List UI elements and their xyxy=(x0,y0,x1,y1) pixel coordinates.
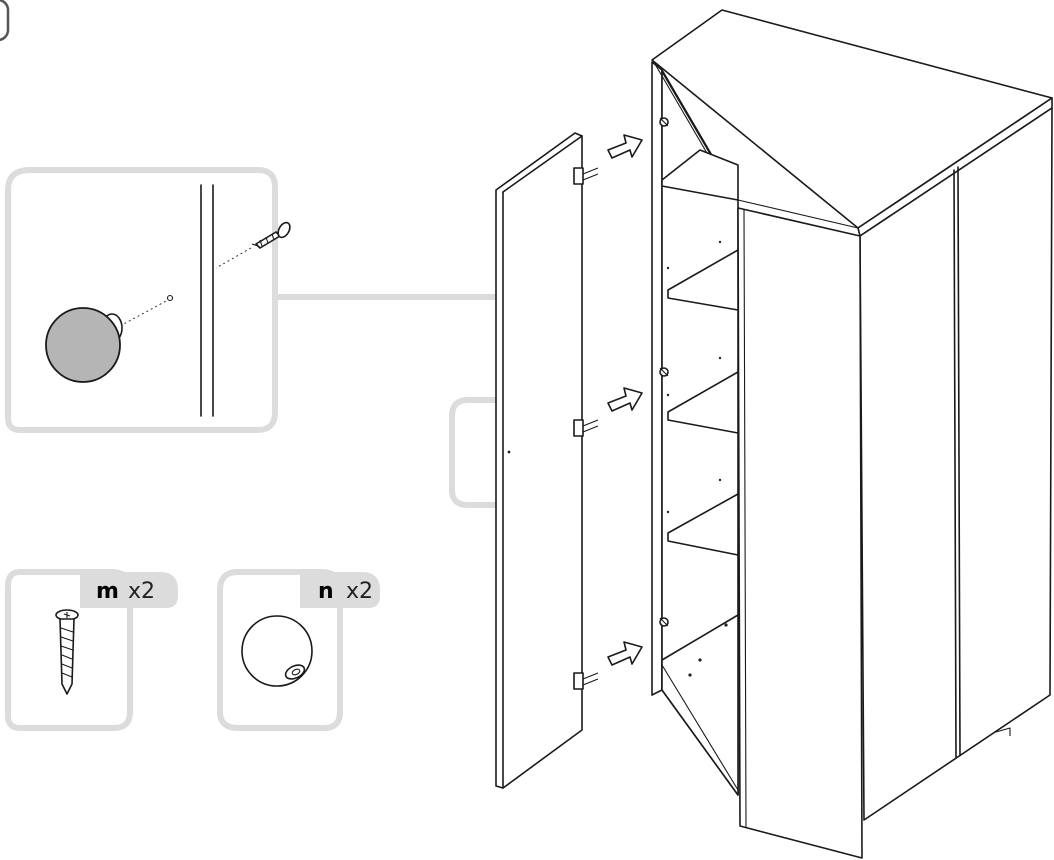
part-n-box: n x2 xyxy=(217,569,380,731)
knob-icon xyxy=(241,615,313,687)
guide-line xyxy=(215,247,252,269)
hinge-icon xyxy=(573,672,599,690)
hinge-icon xyxy=(573,167,599,185)
part-m-box: m x2 xyxy=(5,569,178,731)
knob-hole xyxy=(166,294,174,302)
knob-icon xyxy=(45,307,123,383)
part-m-qty: x2 xyxy=(128,579,155,604)
screw-icon xyxy=(55,609,79,695)
hinge-icon xyxy=(659,367,669,377)
part-m-letter: m xyxy=(96,579,119,604)
step-badge xyxy=(0,0,10,42)
arrow-icon xyxy=(607,387,643,412)
part-n-letter: n xyxy=(318,579,334,604)
hinge-icon xyxy=(659,117,669,127)
hinge-icon xyxy=(573,419,599,437)
part-n-qty: x2 xyxy=(346,579,373,604)
wardrobe-cabinet xyxy=(651,9,1053,859)
arrow-icon xyxy=(607,641,643,666)
door-panel xyxy=(495,132,599,789)
screw-icon xyxy=(251,221,291,249)
guide-line xyxy=(119,299,169,327)
detail-callout xyxy=(5,167,515,433)
hinge-icon xyxy=(659,617,669,627)
arrow-icon xyxy=(607,134,643,159)
